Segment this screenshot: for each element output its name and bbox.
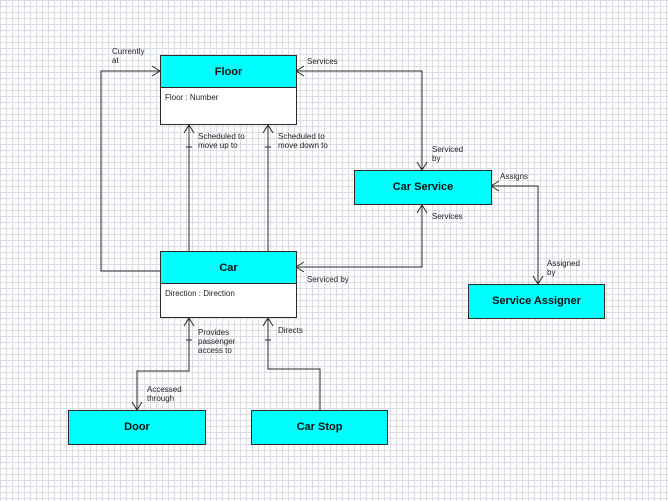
label-serviced-by-car: Serviced by <box>307 275 349 284</box>
class-car-service-name: Car Service <box>392 181 454 193</box>
arrowhead-door-car <box>183 317 195 327</box>
connector-car-service-assigner <box>491 185 539 284</box>
label-directs: Directs <box>278 326 303 335</box>
label-provides-access: Provides passenger access to <box>198 328 236 355</box>
label-accessed-through: Accessed through <box>147 385 182 403</box>
label-scheduled-down: Scheduled to move down to <box>278 132 328 150</box>
class-service-assigner[interactable]: Service Assigner <box>468 284 605 319</box>
label-scheduled-up: Scheduled to move up to <box>198 132 245 150</box>
label-currently-at: Currently at <box>112 47 145 65</box>
class-floor[interactable]: Floor Floor : Number <box>160 55 297 125</box>
class-floor-attribute: Floor : Number <box>165 93 219 102</box>
class-car-stop-name: Car Stop <box>296 421 343 433</box>
class-car[interactable]: Car Direction : Direction <box>160 251 297 318</box>
class-car-service[interactable]: Car Service <box>354 170 492 205</box>
arrowhead-scheduled-up <box>183 124 195 134</box>
class-service-assigner-name: Service Assigner <box>492 295 581 307</box>
label-assigned-by: Assigned by <box>547 259 580 277</box>
class-car-attribute: Direction : Direction <box>165 289 235 298</box>
connector-car-car-service <box>296 205 423 268</box>
connector-door-car <box>136 318 190 410</box>
connector-currently-at <box>100 70 160 272</box>
class-floor-name: Floor <box>161 56 296 88</box>
class-car-stop[interactable]: Car Stop <box>251 410 388 445</box>
connector-floor-car-service <box>296 70 423 170</box>
connector-car-stop-car <box>267 318 321 410</box>
label-assigns: Assigns <box>500 172 529 181</box>
class-door-name: Door <box>124 421 150 433</box>
class-car-name: Car <box>161 252 296 284</box>
arrowhead-car-stop-car <box>262 317 274 327</box>
class-door[interactable]: Door <box>68 410 206 445</box>
arrowhead-car-service-bottom <box>416 204 428 214</box>
label-serviced-by-floor: Serviced by <box>432 145 464 163</box>
label-services-floor: Services <box>307 57 338 66</box>
arrowhead-scheduled-down <box>262 124 274 134</box>
label-services-car: Services <box>432 212 463 221</box>
